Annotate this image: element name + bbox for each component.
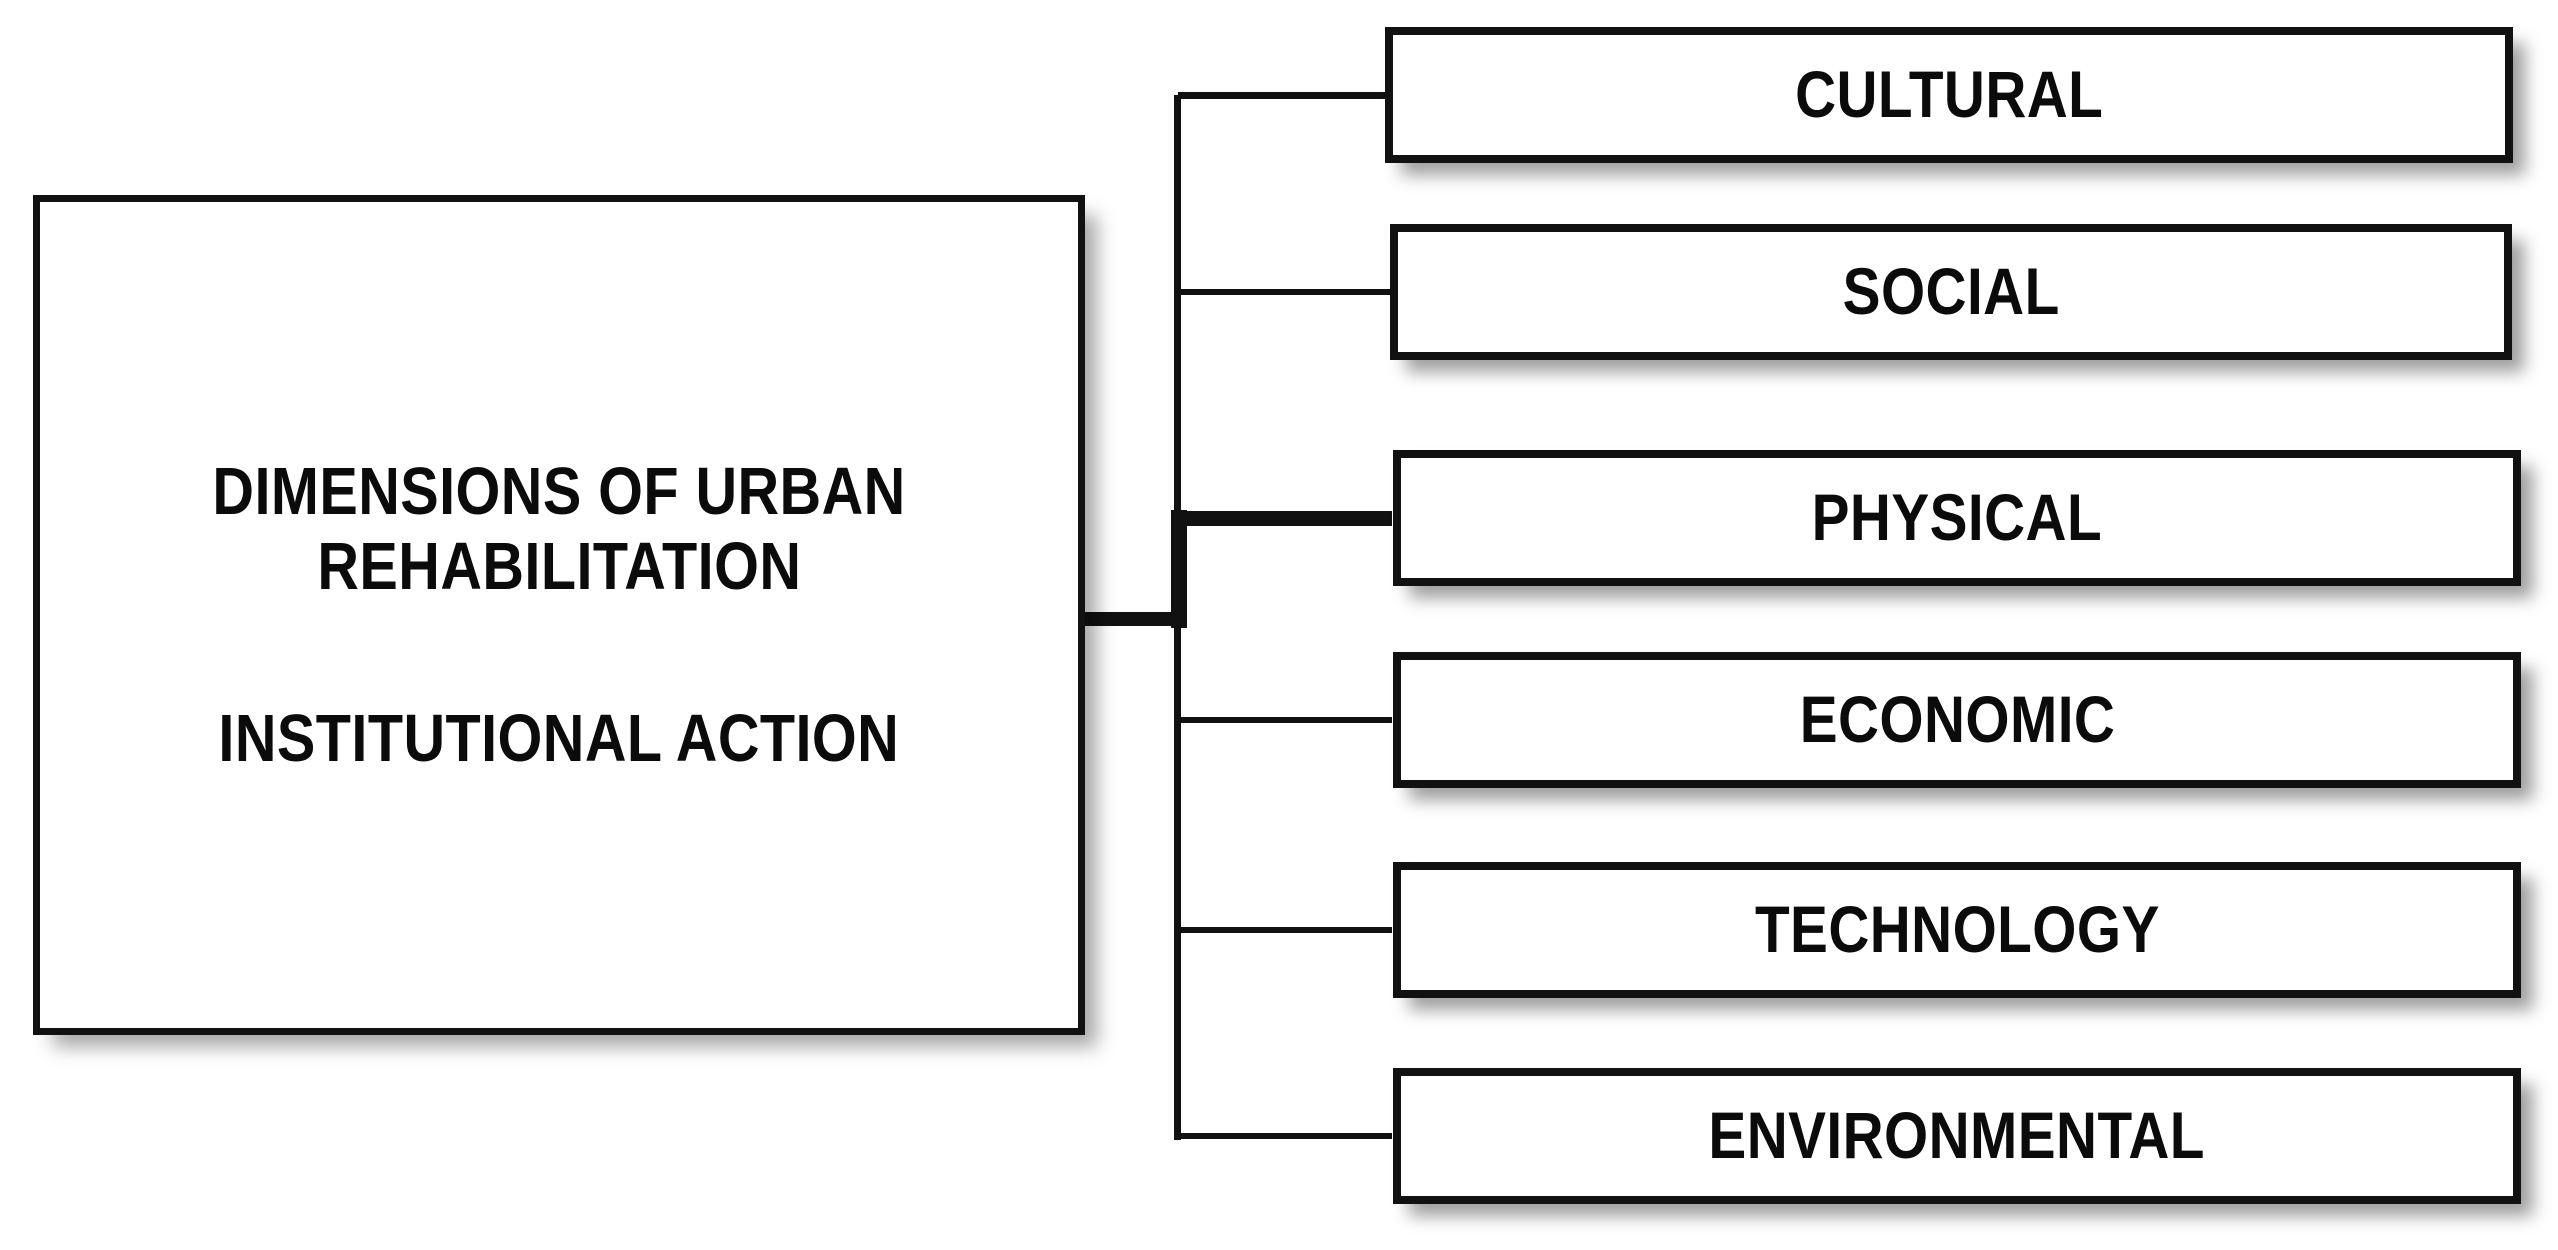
branch-node-physical[interactable]: PHYSICAL — [1393, 450, 2521, 586]
connector-branch-social — [1178, 289, 1392, 295]
branch-node-economic[interactable]: ECONOMIC — [1393, 652, 2521, 788]
connector-branch-cultural — [1178, 92, 1392, 99]
connector-branch-economic — [1178, 717, 1392, 723]
connector-branch-physical — [1174, 511, 1392, 526]
branch-node-social[interactable]: SOCIAL — [1390, 224, 2512, 360]
branch-label-technology: TECHNOLOGY — [1754, 892, 2160, 967]
connector-branch-technology — [1178, 927, 1392, 933]
branch-label-environmental: ENVIRONMENTAL — [1708, 1098, 2206, 1173]
connector-trunk-emphasis — [1171, 510, 1187, 628]
root-node-subtitle: INSTITUTIONAL ACTION — [218, 700, 900, 776]
connector-branch-environmental — [1178, 1133, 1392, 1139]
branch-node-technology[interactable]: TECHNOLOGY — [1393, 862, 2521, 998]
branch-label-economic: ECONOMIC — [1799, 682, 2115, 757]
connector-root-stem — [1080, 612, 1183, 626]
root-node-box[interactable]: DIMENSIONS OF URBAN REHABILITATION INSTI… — [33, 195, 1085, 1035]
branch-label-physical: PHYSICAL — [1811, 480, 2103, 555]
root-node-title-line-2: REHABILITATION — [316, 529, 801, 605]
branch-node-environmental[interactable]: ENVIRONMENTAL — [1393, 1068, 2521, 1204]
branch-node-cultural[interactable]: CULTURAL — [1385, 27, 2513, 163]
branch-label-cultural: CULTURAL — [1794, 57, 2104, 132]
root-node-title-line-1: DIMENSIONS OF URBAN — [212, 454, 906, 530]
branch-label-social: SOCIAL — [1842, 254, 2060, 329]
